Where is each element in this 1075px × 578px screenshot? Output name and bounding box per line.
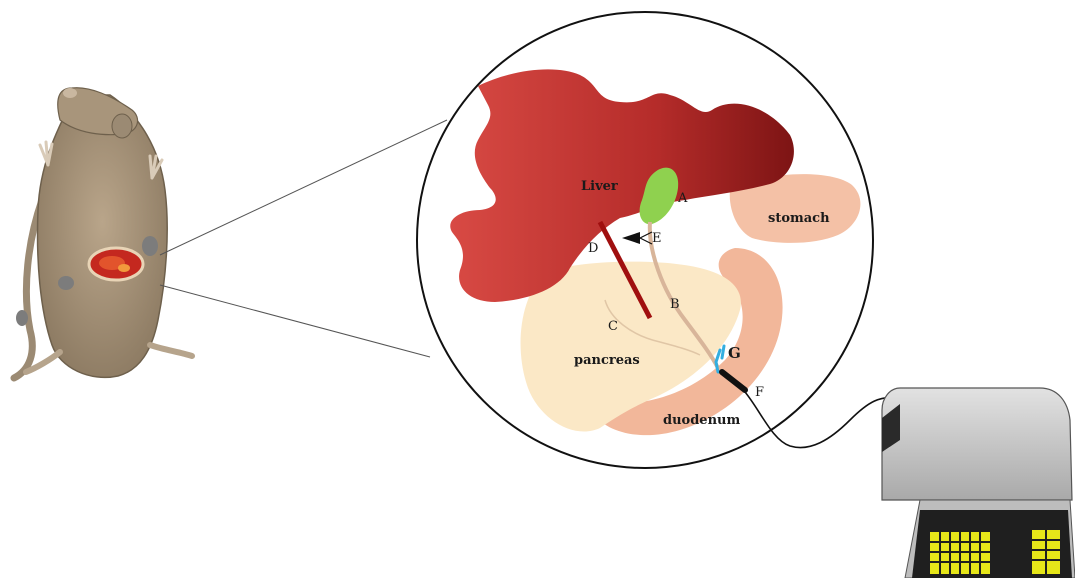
label-e: E [652, 231, 662, 246]
label-a: A [677, 191, 688, 206]
rat-specimen-icon [14, 88, 192, 378]
label-g: G [728, 344, 741, 362]
label-f: F [755, 385, 764, 400]
label-stomach: stomach [768, 211, 830, 226]
label-d: D [588, 241, 598, 256]
incision-site [89, 248, 143, 280]
magnified-view: Liver stomach pancreas duodenum A B C D … [417, 12, 873, 468]
label-pancreas: pancreas [574, 353, 640, 368]
label-liver: Liver [581, 179, 618, 194]
label-c: C [608, 319, 618, 334]
label-duodenum: duodenum [663, 413, 740, 428]
recording-device-icon [882, 388, 1075, 578]
label-b: B [670, 297, 680, 312]
zoom-line-bottom [160, 285, 430, 357]
zoom-line-top [160, 120, 447, 255]
keypad-right [1032, 530, 1060, 574]
keypad-left [930, 532, 990, 574]
